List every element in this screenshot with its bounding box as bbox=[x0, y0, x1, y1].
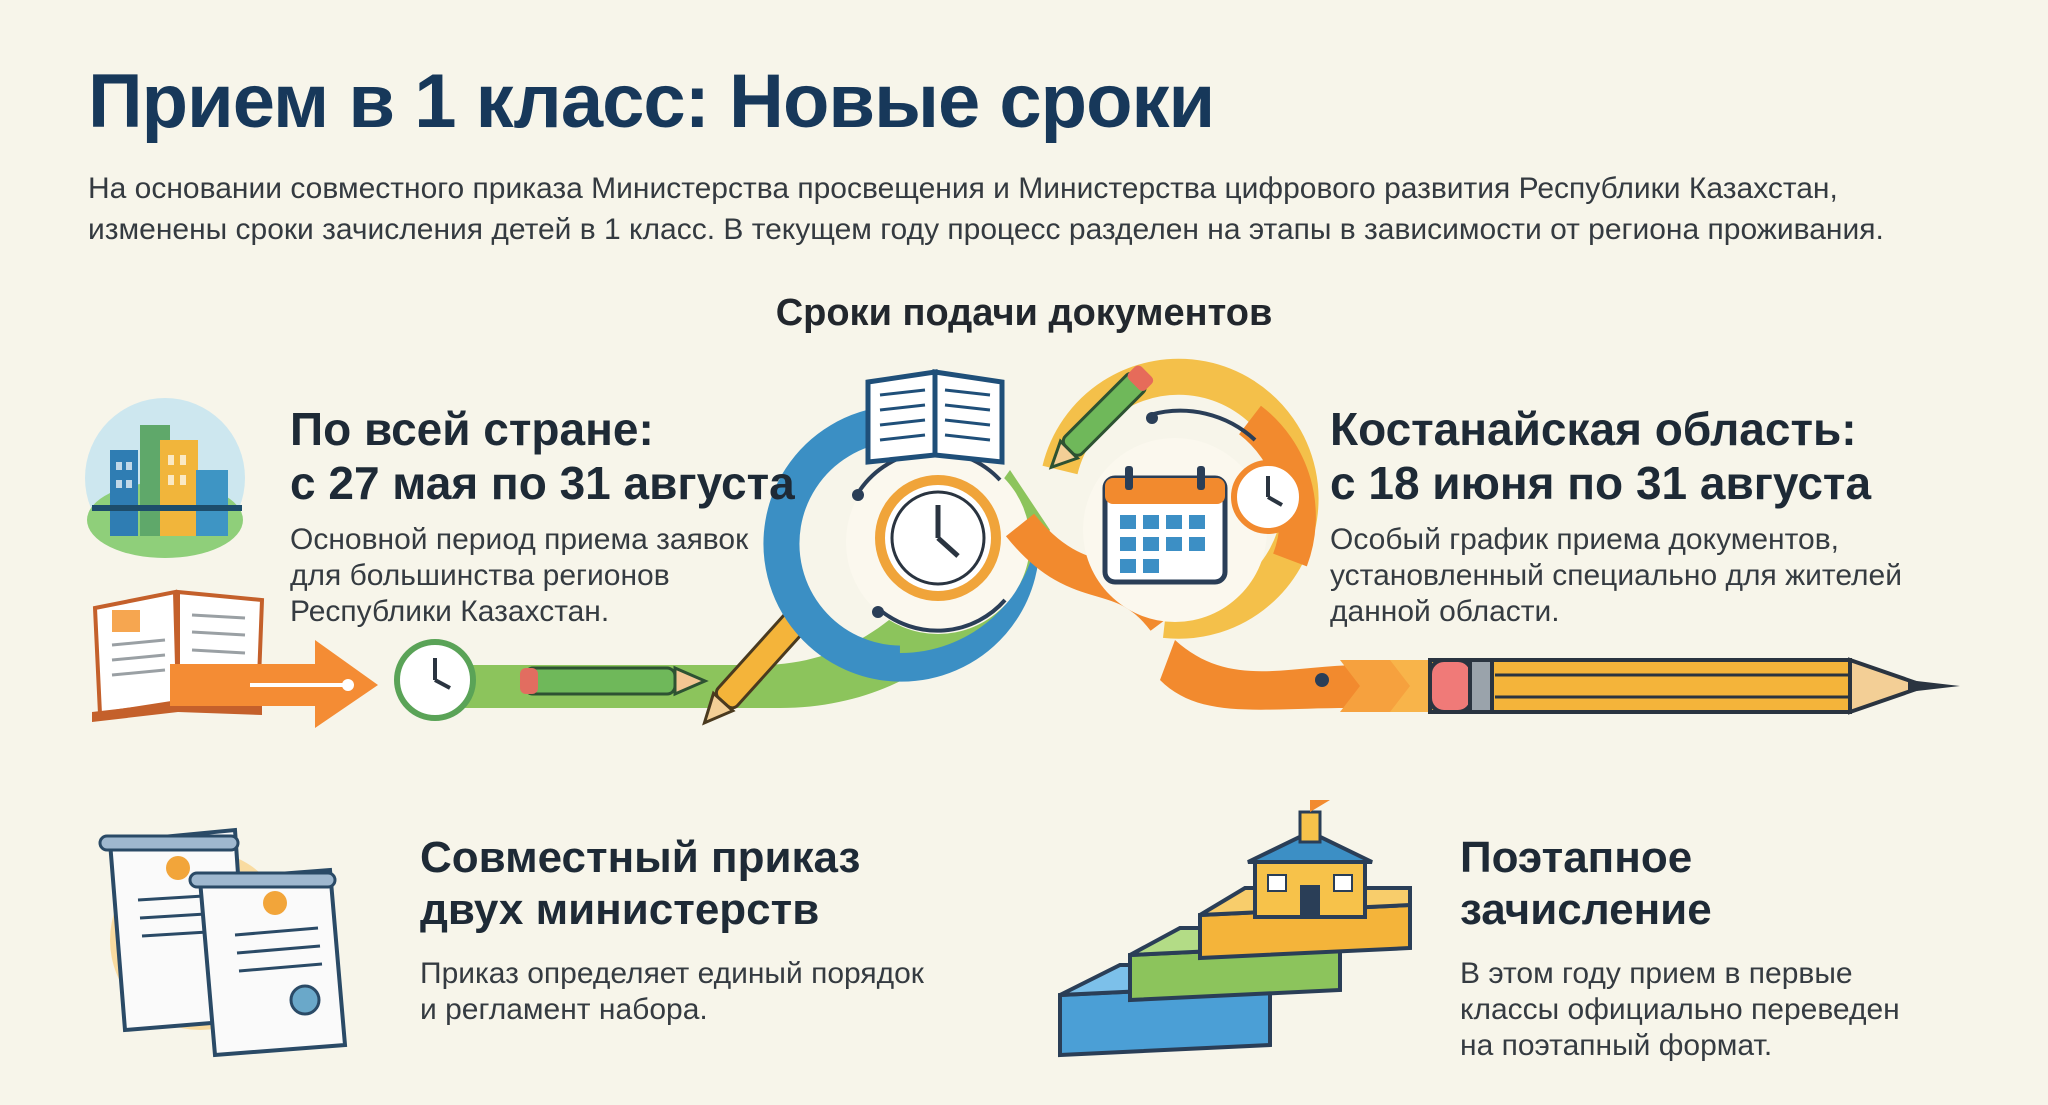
kostanay-description: Особый график приема документов, установ… bbox=[1330, 522, 1902, 630]
nationwide-body-line: для большинства регионов bbox=[290, 559, 670, 592]
arrow-icon bbox=[170, 640, 378, 728]
kostanay-body-line: установленный специально для жителей bbox=[1330, 559, 1902, 592]
joint-order-title: Совместный приказ двух министерств bbox=[420, 832, 924, 936]
kostanay-title-line: Костанайская область: bbox=[1330, 403, 1857, 455]
nationwide-body-line: Республики Казахстан. bbox=[290, 595, 610, 628]
nationwide-dates: с 27 мая по 31 августа bbox=[290, 457, 795, 509]
open-book-top-icon bbox=[865, 369, 1005, 465]
joint-order-block: Совместный приказ двух министерств Прика… bbox=[420, 832, 924, 1028]
book-icon bbox=[92, 589, 265, 722]
big-pencil-icon bbox=[1428, 657, 1960, 715]
steps-school-icon bbox=[1058, 800, 1412, 1058]
intro-line: На основании совместного приказа Министе… bbox=[88, 172, 1838, 205]
clock-big-icon bbox=[875, 475, 1001, 601]
kostanay-block: Костанайская область: с 18 июня по 31 ав… bbox=[1330, 402, 1902, 630]
scroll-documents-icon bbox=[98, 827, 348, 1058]
section-title: Сроки подачи документов bbox=[775, 292, 1273, 334]
nationwide-block: По всей стране: с 27 мая по 31 августа О… bbox=[290, 402, 795, 630]
joint-order-title-line: Совместный приказ bbox=[420, 833, 861, 882]
staged-enrollment-block: Поэтапное зачисление В этом году прием в… bbox=[1460, 832, 1900, 1064]
staged-enrollment-body-line: В этом году прием в первые bbox=[1460, 957, 1853, 990]
joint-order-body-line: Приказ определяет единый порядок bbox=[420, 957, 924, 990]
nationwide-description: Основной период приема заявок для больши… bbox=[290, 522, 795, 630]
pencil-top-icon bbox=[1048, 365, 1154, 470]
staged-enrollment-body-line: классы официально переведен bbox=[1460, 993, 1900, 1026]
staged-enrollment-title-line: Поэтапное bbox=[1460, 833, 1693, 882]
joint-order-title-line: двух министерств bbox=[420, 885, 820, 934]
staged-enrollment-title: Поэтапное зачисление bbox=[1460, 832, 1900, 936]
page-title: Прием в 1 класс: Новые сроки bbox=[88, 59, 1215, 144]
kostanay-title: Костанайская область: с 18 июня по 31 ав… bbox=[1330, 402, 1902, 510]
intro-text: На основании совместного приказа Министе… bbox=[88, 168, 1988, 250]
kostanay-body-line: Особый график приема документов, bbox=[1330, 523, 1839, 556]
nationwide-title: По всей стране: с 27 мая по 31 августа bbox=[290, 402, 795, 510]
nationwide-title-line: По всей стране: bbox=[290, 403, 654, 455]
staged-enrollment-title-line: зачисление bbox=[1460, 885, 1712, 934]
city-icon bbox=[85, 398, 245, 558]
kostanay-dates: с 18 июня по 31 августа bbox=[1330, 457, 1872, 509]
clock-icon bbox=[394, 639, 476, 721]
nationwide-body-line: Основной период приема заявок bbox=[290, 523, 749, 556]
calendar-icon bbox=[1102, 466, 1228, 585]
staged-enrollment-description: В этом году прием в первые классы официа… bbox=[1460, 956, 1900, 1064]
kostanay-body-line: данной области. bbox=[1330, 595, 1560, 628]
pencil-icon bbox=[520, 665, 709, 697]
joint-order-body-line: и регламент набора. bbox=[420, 993, 708, 1026]
staged-enrollment-body-line: на поэтапный формат. bbox=[1460, 1029, 1773, 1062]
joint-order-description: Приказ определяет единый порядок и регла… bbox=[420, 956, 924, 1028]
intro-line: изменены сроки зачисления детей в 1 клас… bbox=[88, 213, 1884, 246]
clock-small-icon bbox=[1231, 460, 1305, 534]
